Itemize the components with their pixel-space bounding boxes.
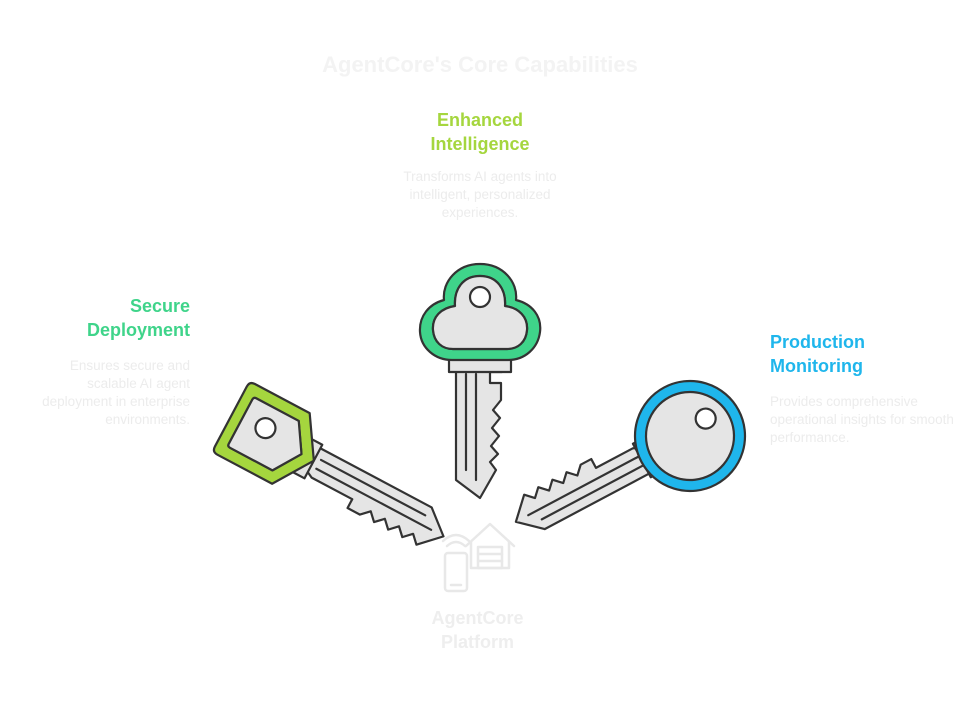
production-monitoring-title: Production Monitoring <box>770 330 950 378</box>
enhanced-intelligence-title-line-1: Enhanced <box>436 110 524 130</box>
page-title: AgentCore's Core Capabilities <box>322 52 638 77</box>
round-key-blade <box>514 447 658 531</box>
cloud-key-head-face <box>431 274 529 351</box>
enhanced-intelligence-description: Transforms AI agents into intelligent, p… <box>403 169 557 220</box>
secure-deployment-description: Ensures secure and scalable AI agent dep… <box>42 358 190 427</box>
cloud-shaped-key-icon <box>418 262 542 500</box>
platform-title-line-2: Platform <box>440 632 514 652</box>
production-monitoring-title-line-1: Production <box>770 332 865 352</box>
secure-deployment-title: Secure Deployment <box>40 294 190 342</box>
pentagon-key-icon <box>212 381 445 546</box>
enhanced-intelligence-title-line-2: Intelligence <box>430 134 530 154</box>
round-key-hole <box>694 407 717 430</box>
pentagon-key-groove <box>315 467 433 531</box>
round-key-groove <box>540 464 644 521</box>
cloud-key-hole <box>468 285 492 309</box>
enhanced-intelligence-title: Enhanced Intelligence <box>380 108 580 156</box>
smart-home-phone-icon <box>441 522 516 593</box>
cloud-key-blade <box>454 364 504 500</box>
platform-title: AgentCore Platform <box>380 606 575 654</box>
production-monitoring-description: Provides comprehensive operational insig… <box>770 394 954 445</box>
platform-title-line-1: AgentCore <box>431 608 524 628</box>
round-key-icon <box>514 379 747 531</box>
round-key-groove <box>527 455 639 517</box>
pentagon-key-groove <box>319 458 427 517</box>
pentagon-key-hole <box>254 417 277 440</box>
secure-deployment-title-line-2: Deployment <box>86 320 190 340</box>
secure-deployment-title-line-1: Secure <box>129 296 190 316</box>
production-monitoring-title-line-2: Monitoring <box>770 356 863 376</box>
